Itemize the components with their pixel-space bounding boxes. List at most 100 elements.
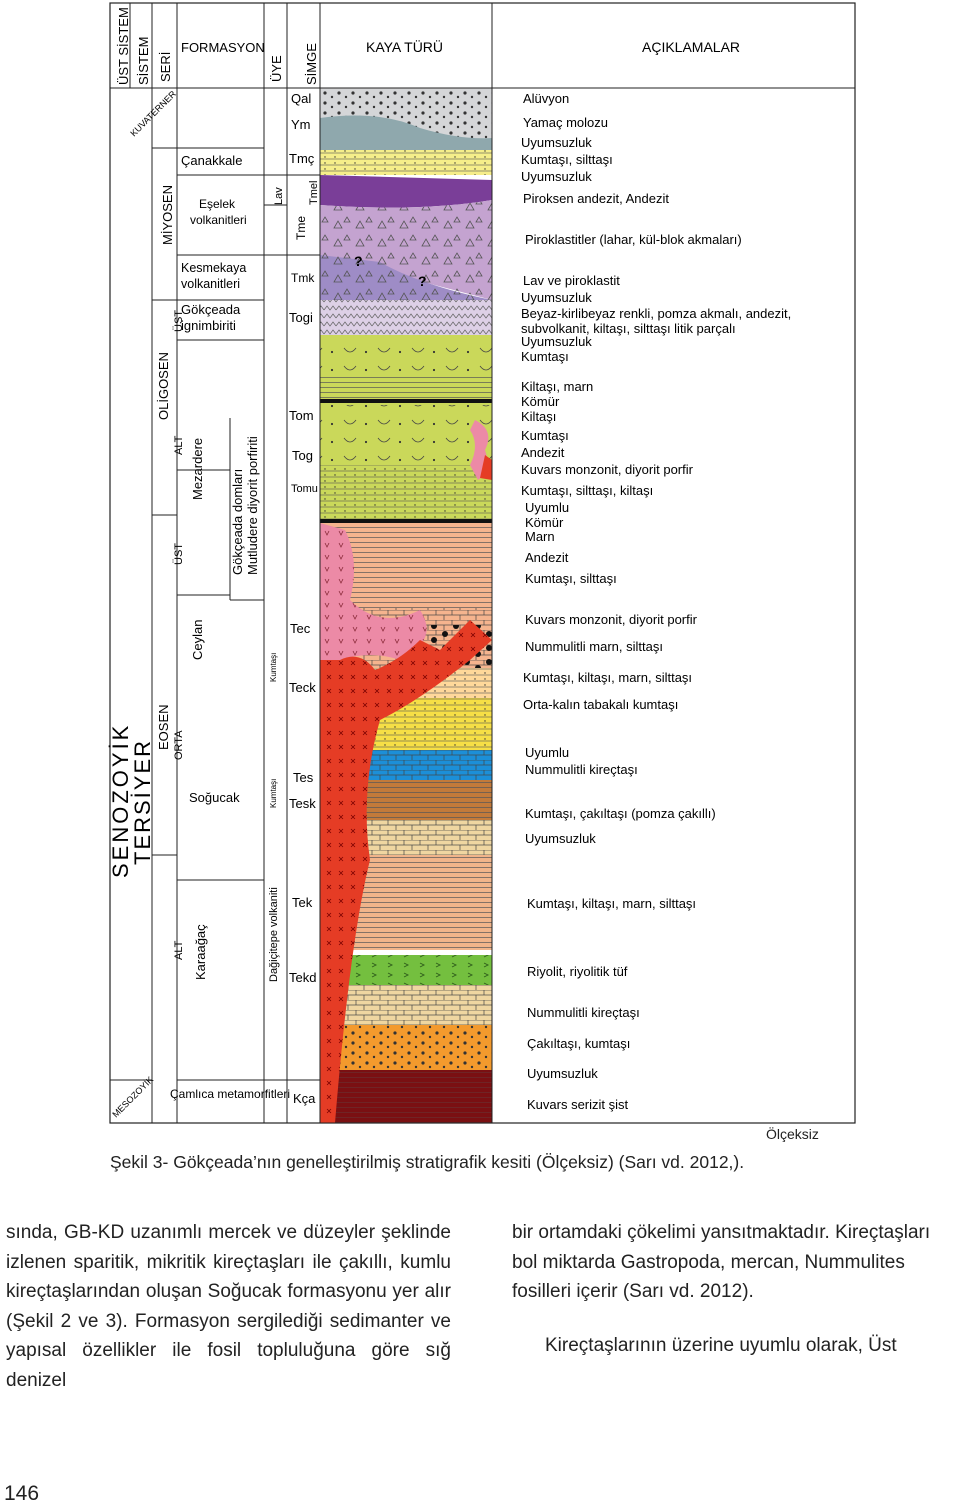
- header-aciklamalar: AÇIKLAMALAR: [642, 39, 740, 55]
- question-mark-2: ?: [418, 273, 427, 289]
- desc-6: Piroklastitler (lahar, kül-blok akmaları…: [525, 232, 742, 247]
- desc-15: Kiltaşı: [521, 409, 556, 424]
- layer-conglomerate-pattern: [320, 1025, 492, 1070]
- descriptions: Alüvyon Yamaç molozu Uyumsuzluk Kumtaşı,…: [521, 91, 791, 1112]
- formation-kesmekaya-2: volkanitleri: [181, 277, 240, 291]
- symbol-tek: Tek: [292, 895, 313, 910]
- symbol-tmk: Tmk: [291, 271, 315, 285]
- desc-16: Kumtaşı: [521, 428, 569, 443]
- desc-29: Uyumlu: [525, 745, 569, 760]
- page-number: 146: [4, 1482, 40, 1505]
- formation-gokceada-2: ignimbiriti: [181, 318, 236, 333]
- member-dagicitepe: Dağiçitepe volkaniti: [268, 887, 280, 982]
- formation-camlica: Çamlıca metamorfitleri: [170, 1087, 290, 1101]
- formation-karaagac: Karaağaç: [193, 924, 208, 980]
- label-tersiyer: TERSİYER: [130, 739, 155, 865]
- layer-togi-pattern: [320, 300, 492, 335]
- desc-34: Riyolit, riyolitik tüf: [527, 964, 628, 979]
- intrusion-monzonite-upper: [480, 455, 492, 480]
- header-uye: ÜYE: [269, 55, 284, 82]
- layer-coal-1: [320, 399, 492, 403]
- member-kumtasi-1: Kumtaşı: [269, 653, 278, 682]
- header-formasyon: FORMASYON: [181, 40, 265, 55]
- layer-pyroclastic-pattern: [320, 200, 492, 300]
- member-tme: Tme: [294, 216, 308, 240]
- header-sistem: SİSTEM: [136, 37, 151, 85]
- desc-18: Kuvars monzonit, diyorit porfir: [521, 462, 694, 477]
- symbol-tmc: Tmç: [289, 151, 315, 166]
- desc-33: Kumtaşı, kiltaşı, marn, silttaşı: [527, 896, 696, 911]
- desc-38: Kuvars serizit şist: [527, 1097, 629, 1112]
- desc-25: Kuvars monzonit, diyorit porfir: [525, 612, 698, 627]
- desc-0: Alüvyon: [523, 91, 569, 106]
- question-mark-1: ?: [354, 253, 363, 269]
- symbol-togi: Togi: [289, 310, 313, 325]
- desc-10: subvolkanit, kiltaşı, silttaşı litik par…: [521, 321, 736, 336]
- lithology-frame: [319, 87, 493, 1124]
- body-right-paragraph: bir ortamdaki çökelimi yansıtmaktadır. K…: [512, 1222, 931, 1302]
- member-kumtasi-2: Kumtaşı: [269, 779, 278, 808]
- label-senozoyik: SENOZOYİK: [108, 723, 133, 878]
- formation-ceylan: Ceylan: [190, 620, 205, 660]
- symbol-teck: Teck: [289, 680, 316, 695]
- header-kaya-turu: KAYA TÜRÜ: [366, 38, 443, 55]
- symbol-tekd: Tekd: [289, 970, 316, 985]
- desc-24: Kumtaşı, silttaşı: [525, 571, 617, 586]
- label-orta-eosen: ORTA: [173, 730, 185, 760]
- desc-23: Andezit: [525, 550, 569, 565]
- formation-gokceada-1: Gökçeada: [181, 302, 241, 317]
- member-tmel: Tmel: [308, 181, 320, 205]
- desc-3: Kumtaşı, silttaşı: [521, 152, 613, 167]
- formation-mezardere: Mezardere: [190, 438, 205, 500]
- desc-36: Çakıltaşı, kumtaşı: [527, 1036, 630, 1051]
- header-ust-sistem: ÜST SİSTEM: [116, 7, 131, 85]
- layer-nummulite-limestone-pattern: [320, 985, 492, 1025]
- label-mesozoyik: MESOZOYİK: [110, 1075, 155, 1120]
- symbol-ym: Ym: [291, 117, 311, 132]
- layer-coal-2: [320, 519, 492, 523]
- symbol-tesk: Tesk: [289, 796, 316, 811]
- label-kuvaterner: KUVATERNER: [128, 88, 178, 138]
- symbol-tom: Tom: [289, 408, 314, 423]
- desc-9: Beyaz-kirlibeyaz renkli, pomza akmalı, a…: [521, 306, 791, 321]
- desc-27: Kumtaşı, kiltaşı, marn, silttaşı: [523, 670, 692, 685]
- formation-canakkale: Çanakkale: [181, 153, 242, 168]
- label-oligosen: OLİGOSEN: [156, 352, 171, 420]
- symbol-kca: Kça: [293, 1091, 316, 1106]
- desc-26: Nummulitli marn, silttaşı: [525, 639, 663, 654]
- formation-eselek-2: volkanitleri: [190, 213, 247, 227]
- body-left-paragraph: sında, GB-KD uzanımlı mercek ve düzeyler…: [6, 1222, 451, 1391]
- desc-30: Nummulitli kireçtaşı: [525, 762, 638, 777]
- desc-32: Uyumsuzluk: [525, 831, 596, 846]
- symbol-tomu: Tomu: [291, 483, 318, 495]
- lithology-column: ? ?: [319, 87, 493, 1124]
- label-alt-eosen: ALT: [173, 940, 185, 960]
- stratigraphic-column-svg: ÜST SİSTEM SİSTEM SERİ FORMASYON ÜYE SİM…: [108, 2, 856, 1124]
- intrusion-monzonite-red-pattern: [320, 620, 492, 1123]
- formation-kesmekaya-1: Kesmekaya: [181, 261, 246, 275]
- desc-19: Kumtaşı, silttaşı, kiltaşı: [521, 483, 653, 498]
- label-eosen: EOSEN: [156, 704, 171, 750]
- stratigraphic-column-figure: ÜST SİSTEM SİSTEM SERİ FORMASYON ÜYE SİM…: [108, 2, 856, 1124]
- desc-12: Kumtaşı: [521, 349, 569, 364]
- figure-caption: Şekil 3- Gökçeada’nın genelleştirilmiş s…: [110, 1152, 745, 1172]
- layer-green-4-pattern: [320, 465, 492, 520]
- symbol-tog: Tog: [292, 448, 313, 463]
- header-simge: SİMGE: [304, 43, 319, 85]
- body-right-column: bir ortamdaki çökelimi yansıtmaktadır. K…: [512, 1218, 960, 1307]
- formation-domlar-2: Mutludere diyorit porfiriti: [245, 436, 260, 575]
- desc-35: Nummulitli kireçtaşı: [527, 1005, 640, 1020]
- desc-31: Kumtaşı, çakıltaşı (pomza çakıllı): [525, 806, 716, 821]
- formation-domlar-1: Gökçeada domları: [230, 469, 245, 575]
- layer-tmc-pattern: [320, 150, 492, 175]
- formation-eselek-1: Eşelek: [199, 197, 236, 211]
- label-miyosen: MİYOSEN: [160, 185, 175, 245]
- label-alt-oligosen: ALT: [173, 435, 185, 455]
- layer-scree: [320, 115, 492, 150]
- desc-20: Uyumlu: [525, 500, 569, 515]
- member-lav: Lav: [273, 187, 285, 205]
- symbol-tes: Tes: [293, 770, 314, 785]
- layer-green-1-pattern: [320, 335, 492, 375]
- desc-4: Uyumsuzluk: [521, 169, 592, 184]
- symbol-tec: Tec: [290, 621, 311, 636]
